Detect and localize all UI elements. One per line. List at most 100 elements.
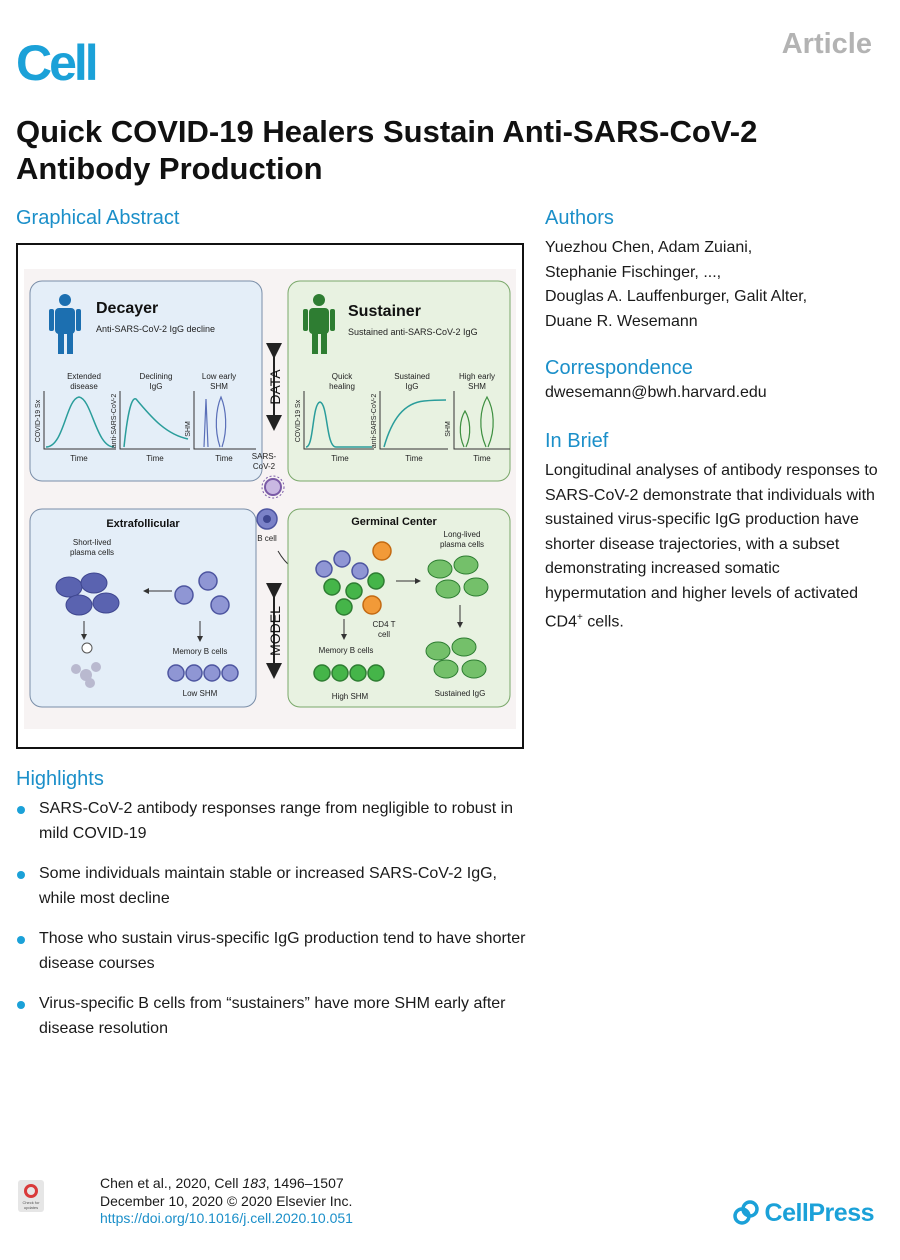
highlight-text: Some individuals maintain stable or incr… bbox=[39, 865, 497, 907]
sustainer-igg-curve bbox=[383, 399, 447, 448]
highlights-list: SARS-CoV-2 antibody responses range from… bbox=[16, 797, 526, 1057]
decayer-plot2-label-a: Declining bbox=[140, 372, 173, 381]
decayer-xlabel2: Time bbox=[146, 454, 164, 463]
authors-heading: Authors bbox=[545, 207, 614, 229]
sustainer-ylabel2: anti-SARS-CoV-2 bbox=[371, 394, 378, 449]
journal-logo: Cell bbox=[16, 35, 99, 91]
sustainer-shm-violin bbox=[459, 395, 494, 448]
sustainer-xlabel1: Time bbox=[331, 454, 349, 463]
in-brief-heading: In Brief bbox=[545, 430, 609, 452]
virus-icon bbox=[261, 475, 285, 499]
sustainer-axes bbox=[303, 391, 510, 450]
extrafollicular-panel bbox=[29, 508, 257, 708]
sustainer-plot2-label-a: Sustained bbox=[394, 372, 430, 381]
extrafollicular-memory-label: Memory B cells bbox=[173, 647, 228, 656]
model-label: MODEL bbox=[267, 606, 283, 656]
cd4-label-b: cell bbox=[378, 630, 390, 639]
sustainer-symptom-curve bbox=[305, 401, 372, 448]
extrafollicular-memory-cells bbox=[167, 664, 239, 682]
cellpress-logo-icon bbox=[733, 1200, 759, 1225]
graphical-abstract-frame: Decayer Anti-SARS-CoV-2 IgG decline Exte… bbox=[16, 243, 524, 749]
check-for-updates-badge[interactable]: Check for updates bbox=[18, 1180, 44, 1212]
sustainer-xlabel2: Time bbox=[405, 454, 423, 463]
correspondence-heading: Correspondence bbox=[545, 357, 693, 379]
sustainer-person-icon bbox=[303, 294, 335, 354]
bullet-dot-icon bbox=[17, 1001, 25, 1009]
bullet-dot-icon bbox=[17, 806, 25, 814]
germinal-center-cell-cluster bbox=[315, 541, 392, 616]
sustained-plasma-cells bbox=[425, 637, 487, 679]
paper-title: Quick COVID-19 Healers Sustain Anti-SARS… bbox=[16, 114, 758, 186]
bullet-dot-icon bbox=[17, 936, 25, 944]
sustainer-plot3-label-b: SHM bbox=[468, 382, 486, 391]
b-cell-nucleus bbox=[263, 515, 271, 523]
decayer-ylabel1: COVID-19 Sx bbox=[35, 399, 42, 442]
in-brief-superscript: + bbox=[577, 612, 583, 623]
publisher-logo: CellPress bbox=[764, 1199, 875, 1227]
short-lived-plasma-cells bbox=[55, 572, 120, 616]
author-line: Duane R. Wesemann bbox=[545, 312, 698, 330]
author-line: Stephanie Fischinger, ..., bbox=[545, 263, 722, 281]
extrafollicular-title: Extrafollicular bbox=[106, 518, 180, 530]
highlight-item: Some individuals maintain stable or incr… bbox=[16, 862, 526, 911]
degraded-antibodies bbox=[71, 662, 101, 688]
citation-volume: 183 bbox=[242, 1175, 266, 1191]
highlight-text: SARS-CoV-2 antibody responses range from… bbox=[39, 800, 514, 842]
virus-label-b: CoV-2 bbox=[253, 462, 276, 471]
author-list: Yuezhou Chen, Adam Zuiani, Stephanie Fis… bbox=[545, 236, 885, 334]
short-lived-label-a: Short-lived bbox=[73, 538, 111, 547]
citation-block: Chen et al., 2020, Cell 183, 1496–1507 D… bbox=[100, 1175, 353, 1228]
article-type-label: Article bbox=[781, 28, 872, 60]
low-shm-label: Low SHM bbox=[183, 689, 218, 698]
sustainer-plot1-label-a: Quick bbox=[332, 372, 353, 381]
decayer-plot1-label-b: disease bbox=[70, 382, 98, 391]
in-brief-text: Longitudinal analyses of antibody respon… bbox=[545, 459, 885, 635]
extrafollicular-b-cells bbox=[174, 571, 230, 615]
long-lived-label-b: plasma cells bbox=[440, 540, 484, 549]
highlight-item: SARS-CoV-2 antibody responses range from… bbox=[16, 797, 526, 846]
crossmark-icon bbox=[24, 1184, 38, 1198]
decayer-ylabel2: anti-SARS-CoV-2 bbox=[111, 394, 118, 449]
highlights-heading: Highlights bbox=[16, 768, 104, 790]
decayer-symptom-curve bbox=[45, 396, 115, 448]
sustained-igg-label: Sustained IgG bbox=[435, 689, 486, 698]
decayer-title: Decayer bbox=[96, 300, 158, 317]
decayer-xlabel3: Time bbox=[215, 454, 233, 463]
high-shm-label: High SHM bbox=[332, 692, 369, 701]
decayer-person-icon bbox=[49, 294, 81, 354]
graphical-abstract-panel: Decayer Anti-SARS-CoV-2 IgG decline Exte… bbox=[24, 269, 516, 729]
citation-date: December 10, 2020 © 2020 Elsevier Inc. bbox=[100, 1192, 353, 1209]
decayer-plot1-label-a: Extended bbox=[67, 372, 101, 381]
decayer-plot2-label-b: IgG bbox=[150, 382, 163, 391]
cd4-label-a: CD4 T bbox=[373, 620, 396, 629]
author-line: Yuezhou Chen, Adam Zuiani, bbox=[545, 239, 753, 256]
decayer-ylabel3: SHM bbox=[185, 421, 192, 437]
decayer-xlabel1: Time bbox=[70, 454, 88, 463]
highlight-item: Those who sustain virus-specific IgG pro… bbox=[16, 927, 526, 976]
highlight-text: Those who sustain virus-specific IgG pro… bbox=[39, 930, 526, 972]
sustainer-plot2-label-b: IgG bbox=[406, 382, 419, 391]
degradation-icon bbox=[81, 642, 93, 654]
highlight-text: Virus-specific B cells from “sustainers”… bbox=[39, 995, 506, 1037]
gc-memory-label: Memory B cells bbox=[319, 646, 374, 655]
gc-memory-cells bbox=[313, 664, 385, 682]
citation-pages: , 1496–1507 bbox=[265, 1175, 344, 1191]
decayer-igg-curve bbox=[123, 398, 189, 448]
sustainer-subtitle: Sustained anti-SARS-CoV-2 IgG bbox=[348, 327, 478, 337]
sustainer-plot1-label-b: healing bbox=[329, 382, 355, 391]
sustainer-plot3-label-a: High early bbox=[459, 372, 495, 381]
citation-line: Chen et al., 2020, Cell 183, 1496–1507 bbox=[100, 1175, 353, 1193]
doi-link[interactable]: https://doi.org/10.1016/j.cell.2020.10.0… bbox=[100, 1210, 353, 1226]
highlight-item: Virus-specific B cells from “sustainers”… bbox=[16, 992, 526, 1041]
sustainer-ylabel1: COVID-19 Sx bbox=[295, 399, 302, 442]
in-brief-body: Longitudinal analyses of antibody respon… bbox=[545, 462, 878, 631]
correspondence-email[interactable]: dwesemann@bwh.harvard.edu bbox=[545, 384, 767, 401]
decayer-plot3-label-a: Low early bbox=[202, 372, 236, 381]
decayer-plot3-label-b: SHM bbox=[210, 382, 228, 391]
data-label: DATA bbox=[267, 369, 283, 405]
b-cell-label: B cell bbox=[257, 534, 277, 543]
decayer-axes bbox=[43, 391, 256, 450]
citation-prefix: Chen et al., 2020, Cell bbox=[100, 1175, 243, 1191]
sustainer-ylabel3: SHM bbox=[445, 421, 452, 437]
graphical-abstract-figure: Decayer Anti-SARS-CoV-2 IgG decline Exte… bbox=[29, 280, 511, 708]
